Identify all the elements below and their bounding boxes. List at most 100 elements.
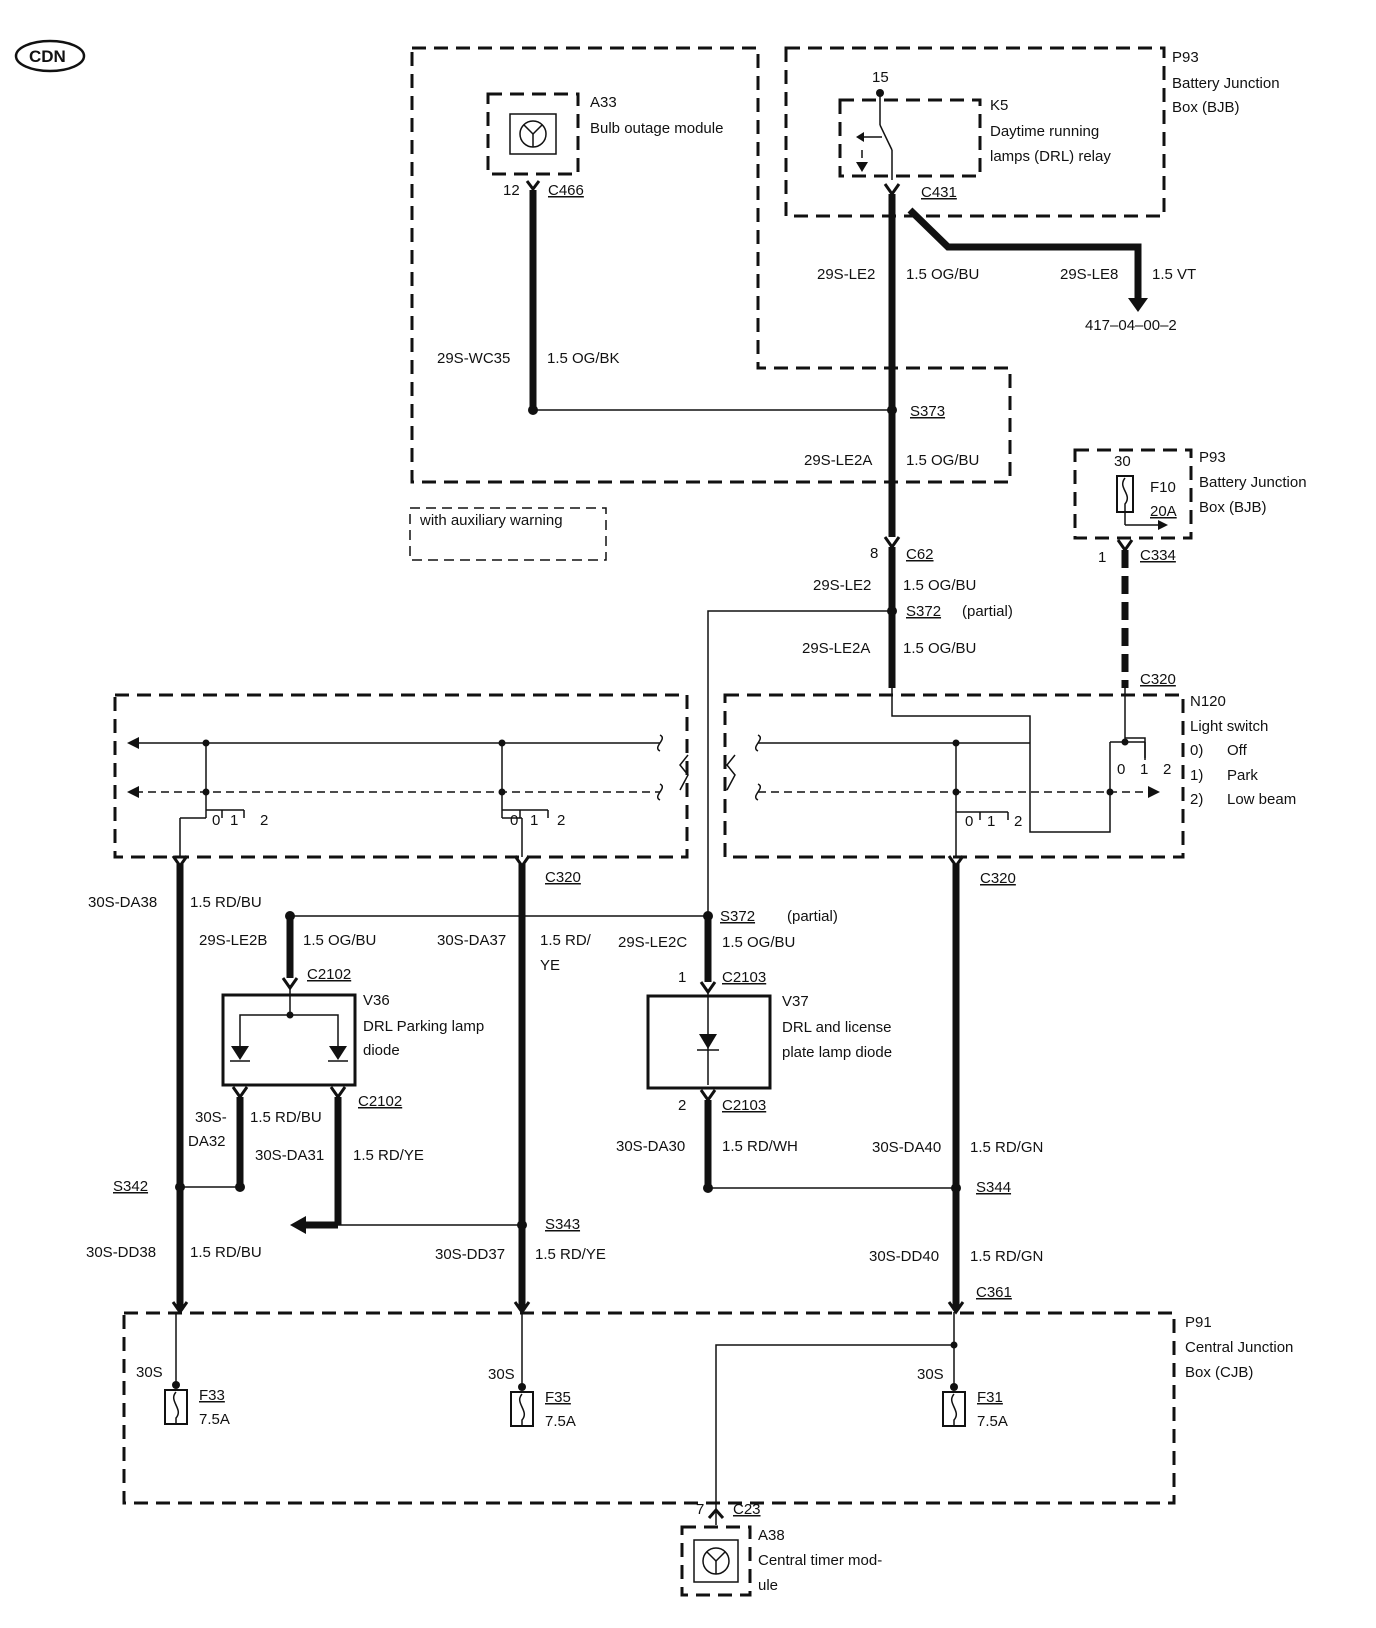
v36-diode-right-icon <box>329 1046 347 1060</box>
le2a-mid-circuit: 29S-LE2A <box>802 640 870 657</box>
switch-d-pos-1: 1 <box>1140 761 1148 778</box>
n120-pos0: Off <box>1227 742 1248 759</box>
a33-module-box <box>486 92 580 176</box>
le2-top-spec: 1.5 OG/BU <box>906 266 979 283</box>
le2b-spec: 1.5 OG/BU <box>303 932 376 949</box>
da32-end-dot <box>235 1182 245 1192</box>
f10-branch-arrow <box>1158 520 1168 530</box>
c62-pin: 8 <box>870 545 878 562</box>
p93-top-name-2: Box (BJB) <box>1172 99 1240 116</box>
reference-417: 417–04–00–2 <box>1085 317 1177 334</box>
switch-break-mid-r <box>726 754 736 791</box>
f35-pin-dot <box>518 1383 526 1391</box>
k5-contact-blade <box>879 124 893 151</box>
da32-circuit-2: DA32 <box>188 1133 226 1150</box>
c2103-bottom-label: C2103 <box>722 1097 766 1114</box>
c23-label: C23 <box>733 1501 761 1518</box>
v37-name-2: plate lamp diode <box>782 1044 892 1061</box>
switch-a-pos-2: 2 <box>260 812 268 829</box>
c23-connector-mark <box>707 1507 725 1519</box>
v36-name-1: DRL Parking lamp <box>363 1018 484 1035</box>
da40-spec: 1.5 RD/GN <box>970 1139 1043 1156</box>
c2103-top-label: C2103 <box>722 969 766 986</box>
switch-group-d <box>1106 738 1146 796</box>
c361-mark-1 <box>171 1301 189 1315</box>
n120-id: N120 <box>1190 693 1226 710</box>
f35-pin: 30S <box>488 1366 515 1383</box>
switch-bar-upper-arrow <box>127 737 139 749</box>
p93-top-id: P93 <box>1172 49 1199 66</box>
switch-right-box <box>723 693 1185 859</box>
c2103-bottom-mark <box>699 1089 717 1103</box>
p91-name-1: Central Junction <box>1185 1339 1293 1356</box>
dd40-circuit: 30S-DD40 <box>869 1248 939 1265</box>
c334-pin: 1 <box>1098 549 1106 566</box>
a38-module-box <box>680 1525 752 1597</box>
v36-name-2: diode <box>363 1042 400 1059</box>
le2c-circuit: 29S-LE2C <box>618 934 687 951</box>
switch-b-pos-1: 1 <box>530 812 538 829</box>
switch-d-pos-0: 0 <box>1117 761 1125 778</box>
n120-pos2: Low beam <box>1227 791 1296 808</box>
switch-c-pos-2: 2 <box>1014 813 1022 830</box>
s343-dot <box>517 1220 527 1230</box>
le8-wire <box>907 207 1142 302</box>
s342-label: S342 <box>113 1178 148 1195</box>
k5-relay-box <box>838 98 982 178</box>
f31-rating: 7.5A <box>977 1413 1008 1430</box>
n120-pos1: Park <box>1227 767 1258 784</box>
a38-name-1: Central timer mod- <box>758 1552 882 1569</box>
c62-connector-mark <box>883 536 901 550</box>
k5-id: K5 <box>990 97 1008 114</box>
v36-rail <box>239 1014 339 1053</box>
da38-circuit: 30S-DA38 <box>88 894 157 911</box>
p91-box <box>122 1311 1176 1505</box>
le2b-circuit: 29S-LE2B <box>199 932 267 949</box>
s372-top-label: S372 <box>906 603 941 620</box>
logo-text: CDN <box>29 47 66 66</box>
c320-top-label: C320 <box>1140 671 1176 688</box>
le8-arrow <box>1128 298 1148 312</box>
le2a-top-circuit: 29S-LE2A <box>804 452 872 469</box>
c320-right-label: C320 <box>980 870 1016 887</box>
da37-circuit: 30S-DA37 <box>437 932 506 949</box>
switch-bar-lower-arrow <box>127 786 139 798</box>
dd38-spec: 1.5 RD/BU <box>190 1244 262 1261</box>
da30-circuit: 30S-DA30 <box>616 1138 685 1155</box>
da38-spec: 1.5 RD/BU <box>190 894 262 911</box>
c466-label: C466 <box>548 182 584 199</box>
da31-spec: 1.5 RD/YE <box>353 1147 424 1164</box>
steering-wheel-icon <box>509 113 557 155</box>
p93-top-box <box>784 46 1166 218</box>
switch-group-a <box>179 739 245 857</box>
le8-circuit: 29S-LE8 <box>1060 266 1118 283</box>
c320-left-label: C320 <box>545 869 581 886</box>
switch-break-upper-l <box>657 734 663 752</box>
switch-break-lower-l <box>657 783 663 801</box>
s344-dot <box>951 1183 961 1193</box>
k5-name-1: Daytime running <box>990 123 1099 140</box>
steering-wheel-icon-a38 <box>693 1539 739 1583</box>
n120-pos1-num: 1) <box>1190 767 1203 784</box>
p93-fuse-name-2: Box (BJB) <box>1199 499 1267 516</box>
switch-left-box <box>113 693 689 859</box>
c466-pin: 12 <box>503 182 520 199</box>
switch-b-pos-0: 0 <box>510 812 518 829</box>
s372-top-note: (partial) <box>962 603 1013 620</box>
aux-warning-box <box>409 507 607 561</box>
f33-pin: 30S <box>136 1364 163 1381</box>
f33-rating: 7.5A <box>199 1411 230 1428</box>
switch-a-pos-1: 1 <box>230 812 238 829</box>
f35-element <box>519 1393 525 1426</box>
wc35-circuit: 29S-WC35 <box>437 350 510 367</box>
switch-b-pos-2: 2 <box>557 812 565 829</box>
k5-name-2: lamps (DRL) relay <box>990 148 1111 165</box>
switch-break-mid-l <box>679 754 689 791</box>
v37-name-1: DRL and license <box>782 1019 892 1036</box>
k5-pin-15: 15 <box>872 69 889 86</box>
c2102-bottom-mark-r <box>329 1086 347 1100</box>
da31-circuit: 30S-DA31 <box>255 1147 324 1164</box>
da37-spec-1: 1.5 RD/ <box>540 932 592 949</box>
switch-d-pos-2: 2 <box>1163 761 1171 778</box>
s372-mid-note: (partial) <box>787 908 838 925</box>
